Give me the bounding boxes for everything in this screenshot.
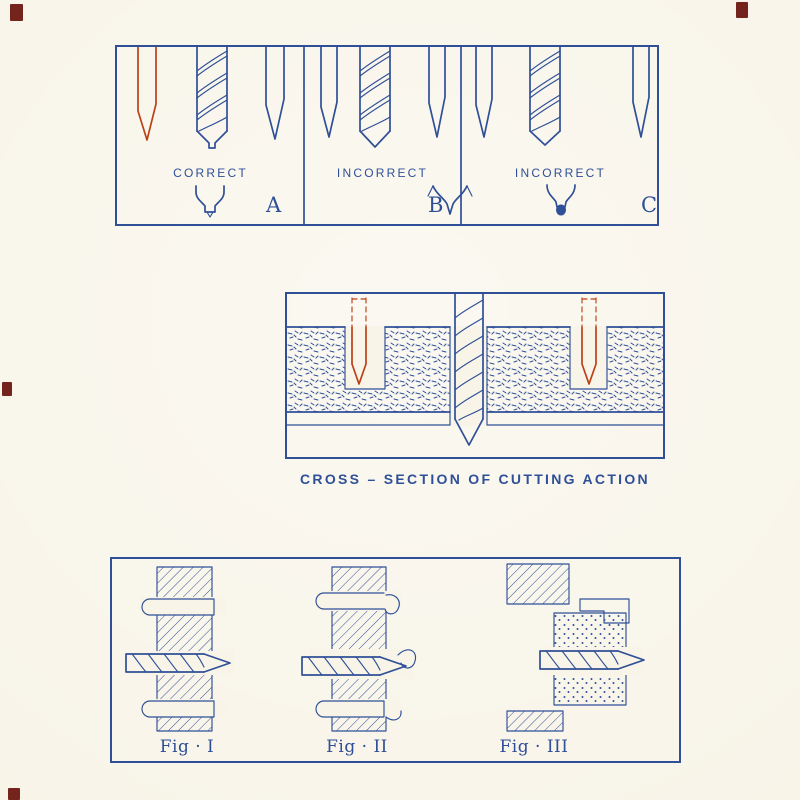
panel-c-spur-blade-icon [475,47,493,138]
fig2-hatched-wall [310,566,414,732]
panel-c-label: INCORRECT [514,166,607,180]
fig1-top-pin-icon [141,598,215,616]
fig1-bottom-pin-icon [141,700,215,718]
panel-a-letter: A [266,193,282,217]
panel-c-twist-drill-icon [529,47,561,146]
fig1-label: Fig · I [159,737,215,757]
registration-mark-top-left [10,4,23,21]
cutting-figures-illustration [125,563,645,732]
panel-c-spur-blade-icon-2 [632,47,650,138]
panel-a-spur-blade-icon [265,47,285,140]
registration-mark-bottom-left [8,788,20,800]
cutting-figures-panel: Fig · I Fig · II Fig · III [110,557,681,763]
cross-section-caption: CROSS – SECTION OF CUTTING ACTION [300,471,650,487]
panel-b-spur-blade-icon [320,47,338,138]
panel-a-twist-drill-icon [196,47,228,149]
cutting-action-cross-section-panel [285,292,665,459]
cutting-blade-left-icon [351,297,367,385]
fig2-label: Fig · II [326,737,388,757]
panel-b-label: INCORRECT [336,166,429,180]
panel-b-twist-drill-icon [359,47,391,148]
fig3-top-hatched-block [506,563,570,605]
fig1-hatched-wall [140,566,234,732]
drill-point-comparison-panel: CORRECT INCORRECT INCORRECT A B C [115,45,659,226]
panel-a-correct-point-profile-icon [195,185,225,218]
fig2-top-pin-icon [315,592,400,615]
panel-a-spur-blade-red-icon [137,47,157,141]
fig3-label: Fig · III [499,737,569,757]
panel-b-spur-blade-icon-2 [428,47,446,138]
cutting-blade-right-icon [581,297,597,385]
cutting-action-cross-section-illustration [287,294,663,446]
panel-c-blunt-point-profile-icon [546,184,576,216]
registration-mark-left-middle [2,382,12,396]
fig3-bottom-hatched-block [506,710,564,732]
panel-a-label: CORRECT [173,166,248,180]
panel-b-incorrect-point-profile-icon [427,185,473,215]
registration-mark-top-right [736,2,748,18]
panel-c-letter: C [641,193,658,217]
drill-point-comparison-illustration [137,47,650,224]
fig2-twist-drill-icon [301,649,417,676]
fig2-bottom-pin-icon [315,700,402,721]
panel-b-letter: B [428,193,444,217]
fig3-dotted-block [542,612,642,706]
